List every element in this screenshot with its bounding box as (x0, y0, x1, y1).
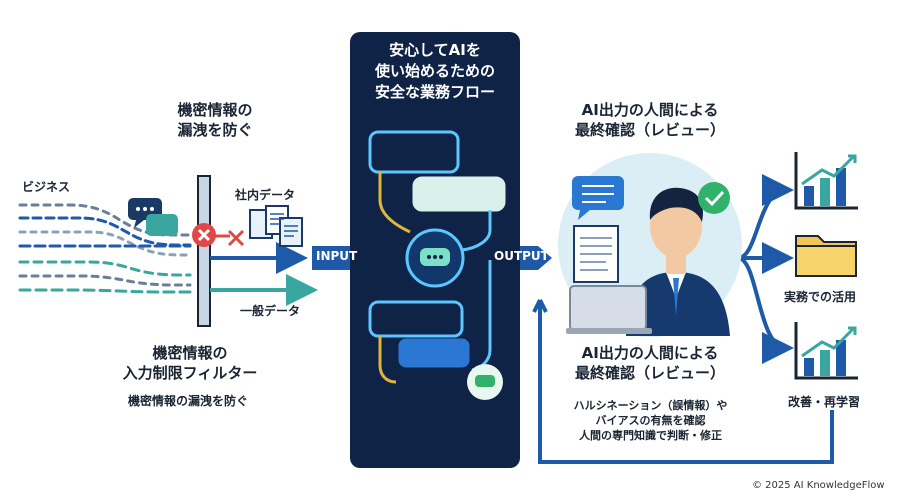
filter-subtitle: 機密情報の漏洩を防ぐ (128, 394, 249, 408)
leak-prevention-heading: 機密情報の 漏洩を防ぐ (177, 101, 253, 139)
improve-relearn-label: 改善・再学習 (788, 395, 861, 409)
ai-chat-flow-graphics (368, 130, 506, 400)
reviewer-illustration (566, 176, 730, 336)
output-label: OUTPUT (494, 249, 549, 263)
filter-title: 機密情報の 入力制限フィルター (122, 344, 258, 382)
review-heading-bottom: AI出力の人間による 最終確認（レビュー） (574, 344, 725, 382)
filter-barrier (197, 175, 211, 327)
growth-chart-icon (794, 322, 858, 380)
blocked-x-icon (192, 223, 216, 247)
growth-chart-icon (794, 152, 858, 210)
practical-use-label: 実務での活用 (784, 290, 857, 304)
general-data-label: 一般データ (240, 304, 301, 318)
panel-title: 安心してAIを 使い始めるための 安全な業務フロー (374, 41, 495, 101)
copyright: © 2025 AI KnowledgeFlow (752, 480, 885, 491)
checkmark-icon (698, 182, 730, 214)
documents-icon (249, 205, 303, 247)
review-bullets: ハルシネーション（誤情報）や バイアスの有無を確認 人間の専門知識で判断・修正 (573, 399, 728, 442)
laptop-icon (569, 285, 647, 331)
internal-data-label: 社内データ (235, 188, 296, 202)
chat-bubbles-icon (128, 198, 178, 236)
business-label: ビジネス (22, 180, 71, 194)
person-icon (626, 187, 730, 336)
input-label: INPUT (316, 249, 358, 263)
blocked-cross-icon (227, 229, 245, 247)
folder-icon (795, 235, 857, 277)
review-heading-top: AI出力の人間による 最終確認（レビュー） (574, 101, 725, 139)
feedback-loop (538, 300, 834, 464)
